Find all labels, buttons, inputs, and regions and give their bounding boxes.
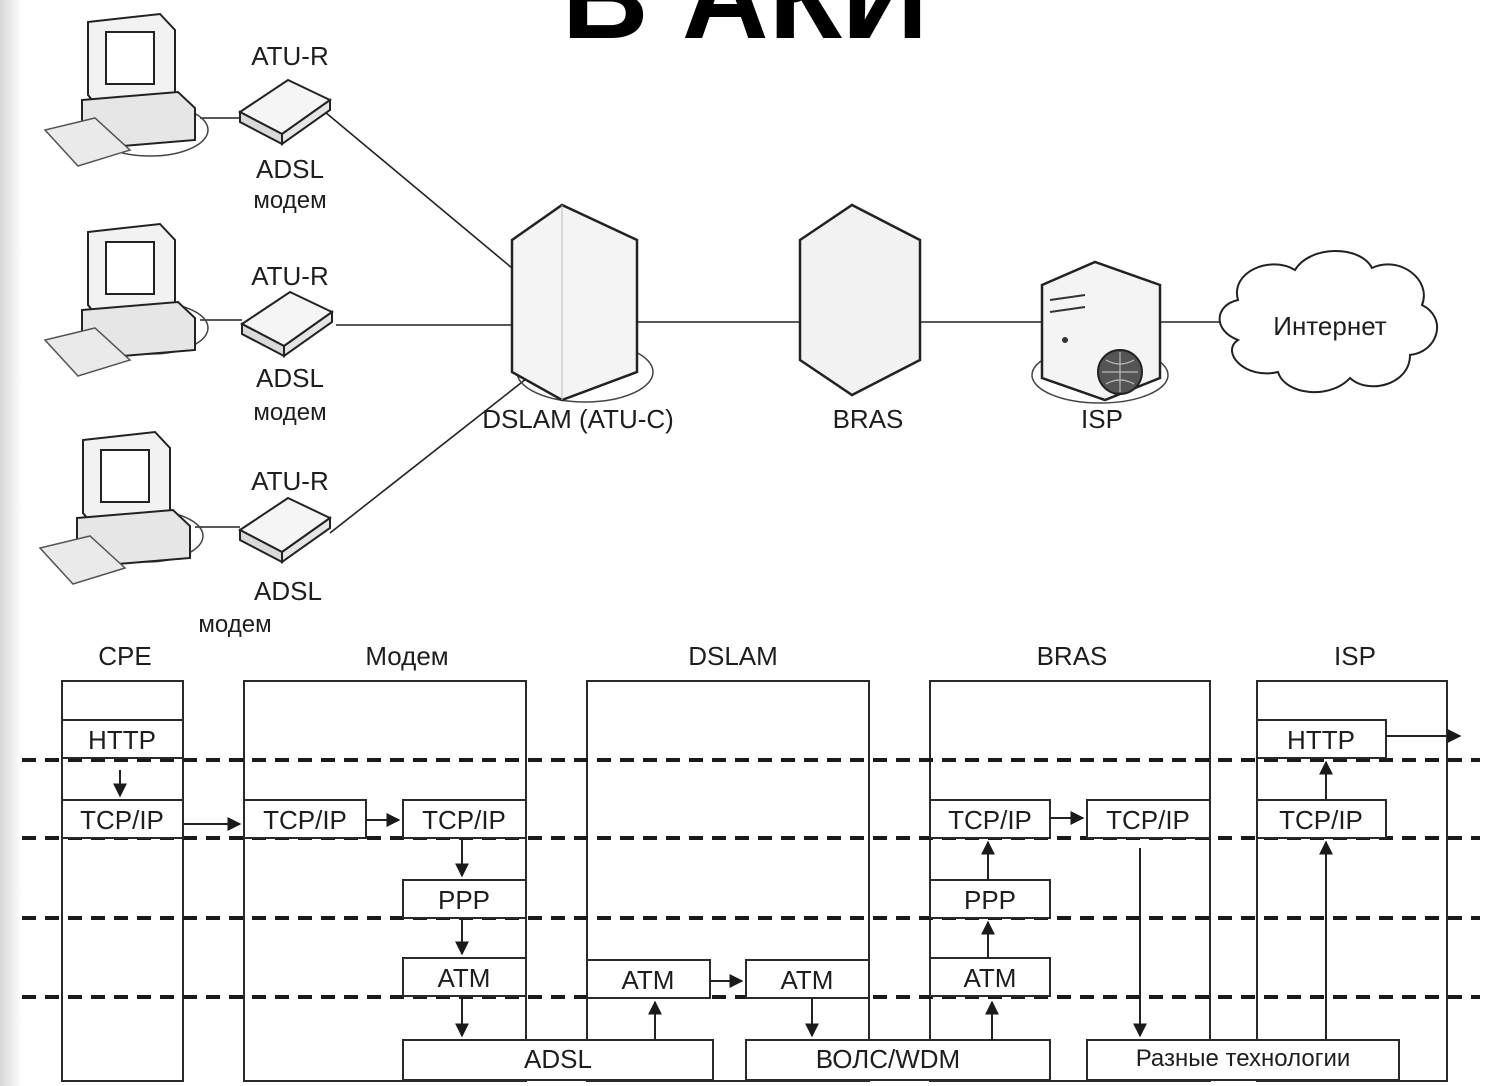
- proto-label: PPP: [438, 885, 490, 915]
- adsl-modem-icon: [240, 290, 334, 358]
- scan-edge: [0, 0, 22, 1086]
- modem-1-top-label: ATU-R: [251, 41, 329, 71]
- dslam-label: DSLAM (ATU-C): [482, 404, 674, 434]
- proto-label: TCP/IP: [948, 805, 1032, 835]
- phys-box-various: [1086, 1039, 1400, 1081]
- phys-label-wdm: ВОЛС/WDM: [816, 1044, 960, 1074]
- proto-label: ATM: [964, 963, 1017, 993]
- phys-box-adsl: [402, 1039, 714, 1081]
- proto-box-dslam-atm-right: [745, 959, 870, 999]
- dslam-server-icon: [510, 203, 654, 403]
- modem-3-top-label: ATU-R: [251, 466, 329, 496]
- isp-server-icon: [1031, 260, 1169, 404]
- isp-label: ISP: [1081, 404, 1123, 434]
- network-links: [195, 111, 1220, 534]
- proto-box-modem-atm: [402, 957, 527, 997]
- link-modem1-dslam: [324, 111, 513, 269]
- proto-box-isp-tcpip: [1256, 799, 1387, 839]
- proto-label: TCP/IP: [80, 805, 164, 835]
- column-dslam: [586, 680, 870, 1082]
- modem-2-label-adsl: ADSL: [256, 363, 324, 393]
- modem-3-label-adsl: ADSL: [254, 576, 322, 606]
- modem-1-label-adsl: ADSL: [256, 154, 324, 184]
- proto-box-cpe-http: [61, 719, 184, 759]
- phys-label-various: Разные технологии: [1136, 1045, 1351, 1072]
- adsl-modem-icon: [238, 496, 332, 564]
- internet-cloud-icon: [1218, 250, 1439, 394]
- link-modem3-dslam: [329, 367, 541, 534]
- flow-arrows: [113, 729, 1462, 1040]
- proto-label: TCP/IP: [422, 805, 506, 835]
- proto-label: TCP/IP: [1279, 805, 1363, 835]
- header-fragment: В АКИ: [562, 0, 928, 64]
- computer-icon: [38, 430, 204, 585]
- proto-label: HTTP: [88, 725, 156, 755]
- modem-2-label-modem: модем: [253, 399, 326, 426]
- column-header-dslam: DSLAM: [688, 641, 778, 671]
- proto-box-cpe-tcpip: [61, 799, 184, 839]
- proto-label: ATM: [622, 965, 675, 995]
- proto-label: TCP/IP: [263, 805, 347, 835]
- column-header-modem: Модем: [365, 641, 448, 671]
- proto-box-bras-tcpip-left: [929, 799, 1051, 839]
- proto-box-modem-tcpip-right: [402, 799, 527, 839]
- modem-3-label-modem: модем: [198, 611, 271, 638]
- computer-icon: [43, 222, 209, 377]
- proto-box-modem-ppp: [402, 879, 527, 919]
- modem-1-label-modem: модем: [253, 187, 326, 214]
- bras-label: BRAS: [833, 404, 904, 434]
- proto-box-isp-http: [1256, 719, 1387, 759]
- proto-label: PPP: [964, 885, 1016, 915]
- proto-box-modem-tcpip-left: [243, 799, 367, 839]
- proto-label: HTTP: [1287, 725, 1355, 755]
- phys-label-adsl: ADSL: [524, 1044, 592, 1074]
- proto-box-bras-atm: [929, 957, 1051, 997]
- adsl-modem-icon: [238, 78, 332, 146]
- modem-2-top-label: ATU-R: [251, 261, 329, 291]
- phys-box-wdm: [745, 1039, 1051, 1081]
- proto-label: TCP/IP: [1106, 805, 1190, 835]
- column-cpe: [61, 680, 184, 1082]
- computer-icon: [43, 12, 209, 167]
- column-header-bras: BRAS: [1037, 641, 1108, 671]
- proto-box-bras-ppp: [929, 879, 1051, 919]
- column-header-cpe: CPE: [98, 641, 151, 671]
- proto-label: ATM: [781, 965, 834, 995]
- proto-box-dslam-atm-left: [586, 959, 711, 999]
- column-header-isp: ISP: [1334, 641, 1376, 671]
- proto-label: ATM: [438, 963, 491, 993]
- internet-label: Интернет: [1273, 311, 1387, 341]
- bras-server-icon: [798, 203, 922, 397]
- proto-box-bras-tcpip-right: [1086, 799, 1211, 839]
